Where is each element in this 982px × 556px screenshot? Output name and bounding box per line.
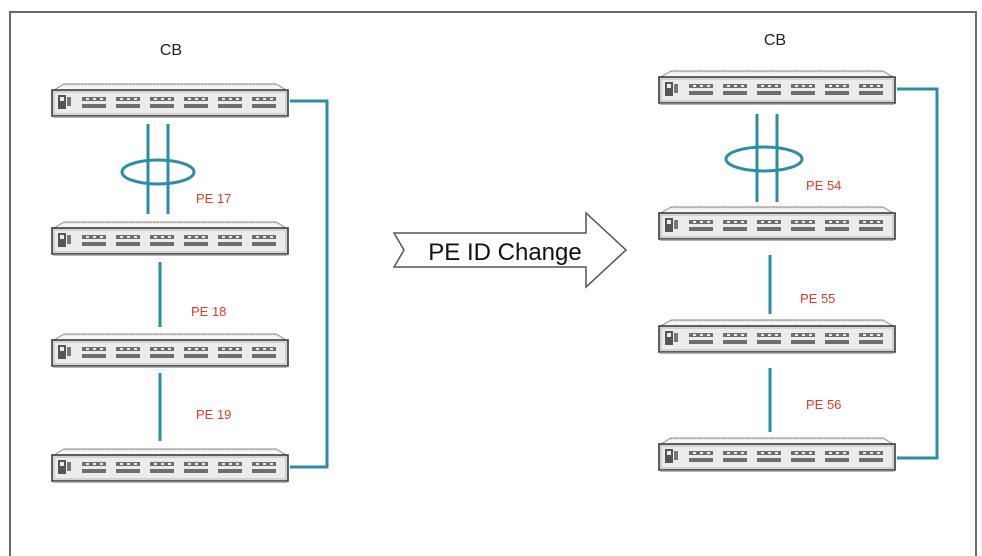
right-pe-label: PE 55 <box>800 291 835 306</box>
pe-id-change-arrow: PE ID Change <box>392 211 628 289</box>
left-pe-label: PE 19 <box>196 407 231 422</box>
switch-icon <box>658 70 896 105</box>
arrow-icon <box>392 211 628 289</box>
switch-icon <box>658 206 896 241</box>
left-ring-link <box>290 99 329 469</box>
switch-icon <box>658 437 896 472</box>
switch-icon <box>51 333 289 368</box>
lag-ring-icon <box>120 158 196 186</box>
right-pe-label: PE 54 <box>806 178 841 193</box>
lag-ring-icon <box>724 145 804 173</box>
right-pe-label: PE 56 <box>806 397 841 412</box>
switch-icon <box>658 319 896 354</box>
switch-icon <box>51 83 289 118</box>
switch-icon <box>51 221 289 256</box>
right-stack: CB PE 54 PE 55 PE 56 <box>658 32 939 472</box>
left-stack: CB PE 17 PE 18 PE 19 <box>51 42 329 483</box>
left-pe-label: PE 18 <box>191 304 226 319</box>
arrow-label: PE ID Change <box>428 239 581 266</box>
left-cb-label: CB <box>160 42 182 59</box>
left-pe-label: PE 17 <box>196 191 231 206</box>
outer-frame <box>9 11 977 556</box>
right-cb-label: CB <box>764 32 786 49</box>
right-ring-link <box>897 87 939 460</box>
switch-icon <box>51 448 289 483</box>
